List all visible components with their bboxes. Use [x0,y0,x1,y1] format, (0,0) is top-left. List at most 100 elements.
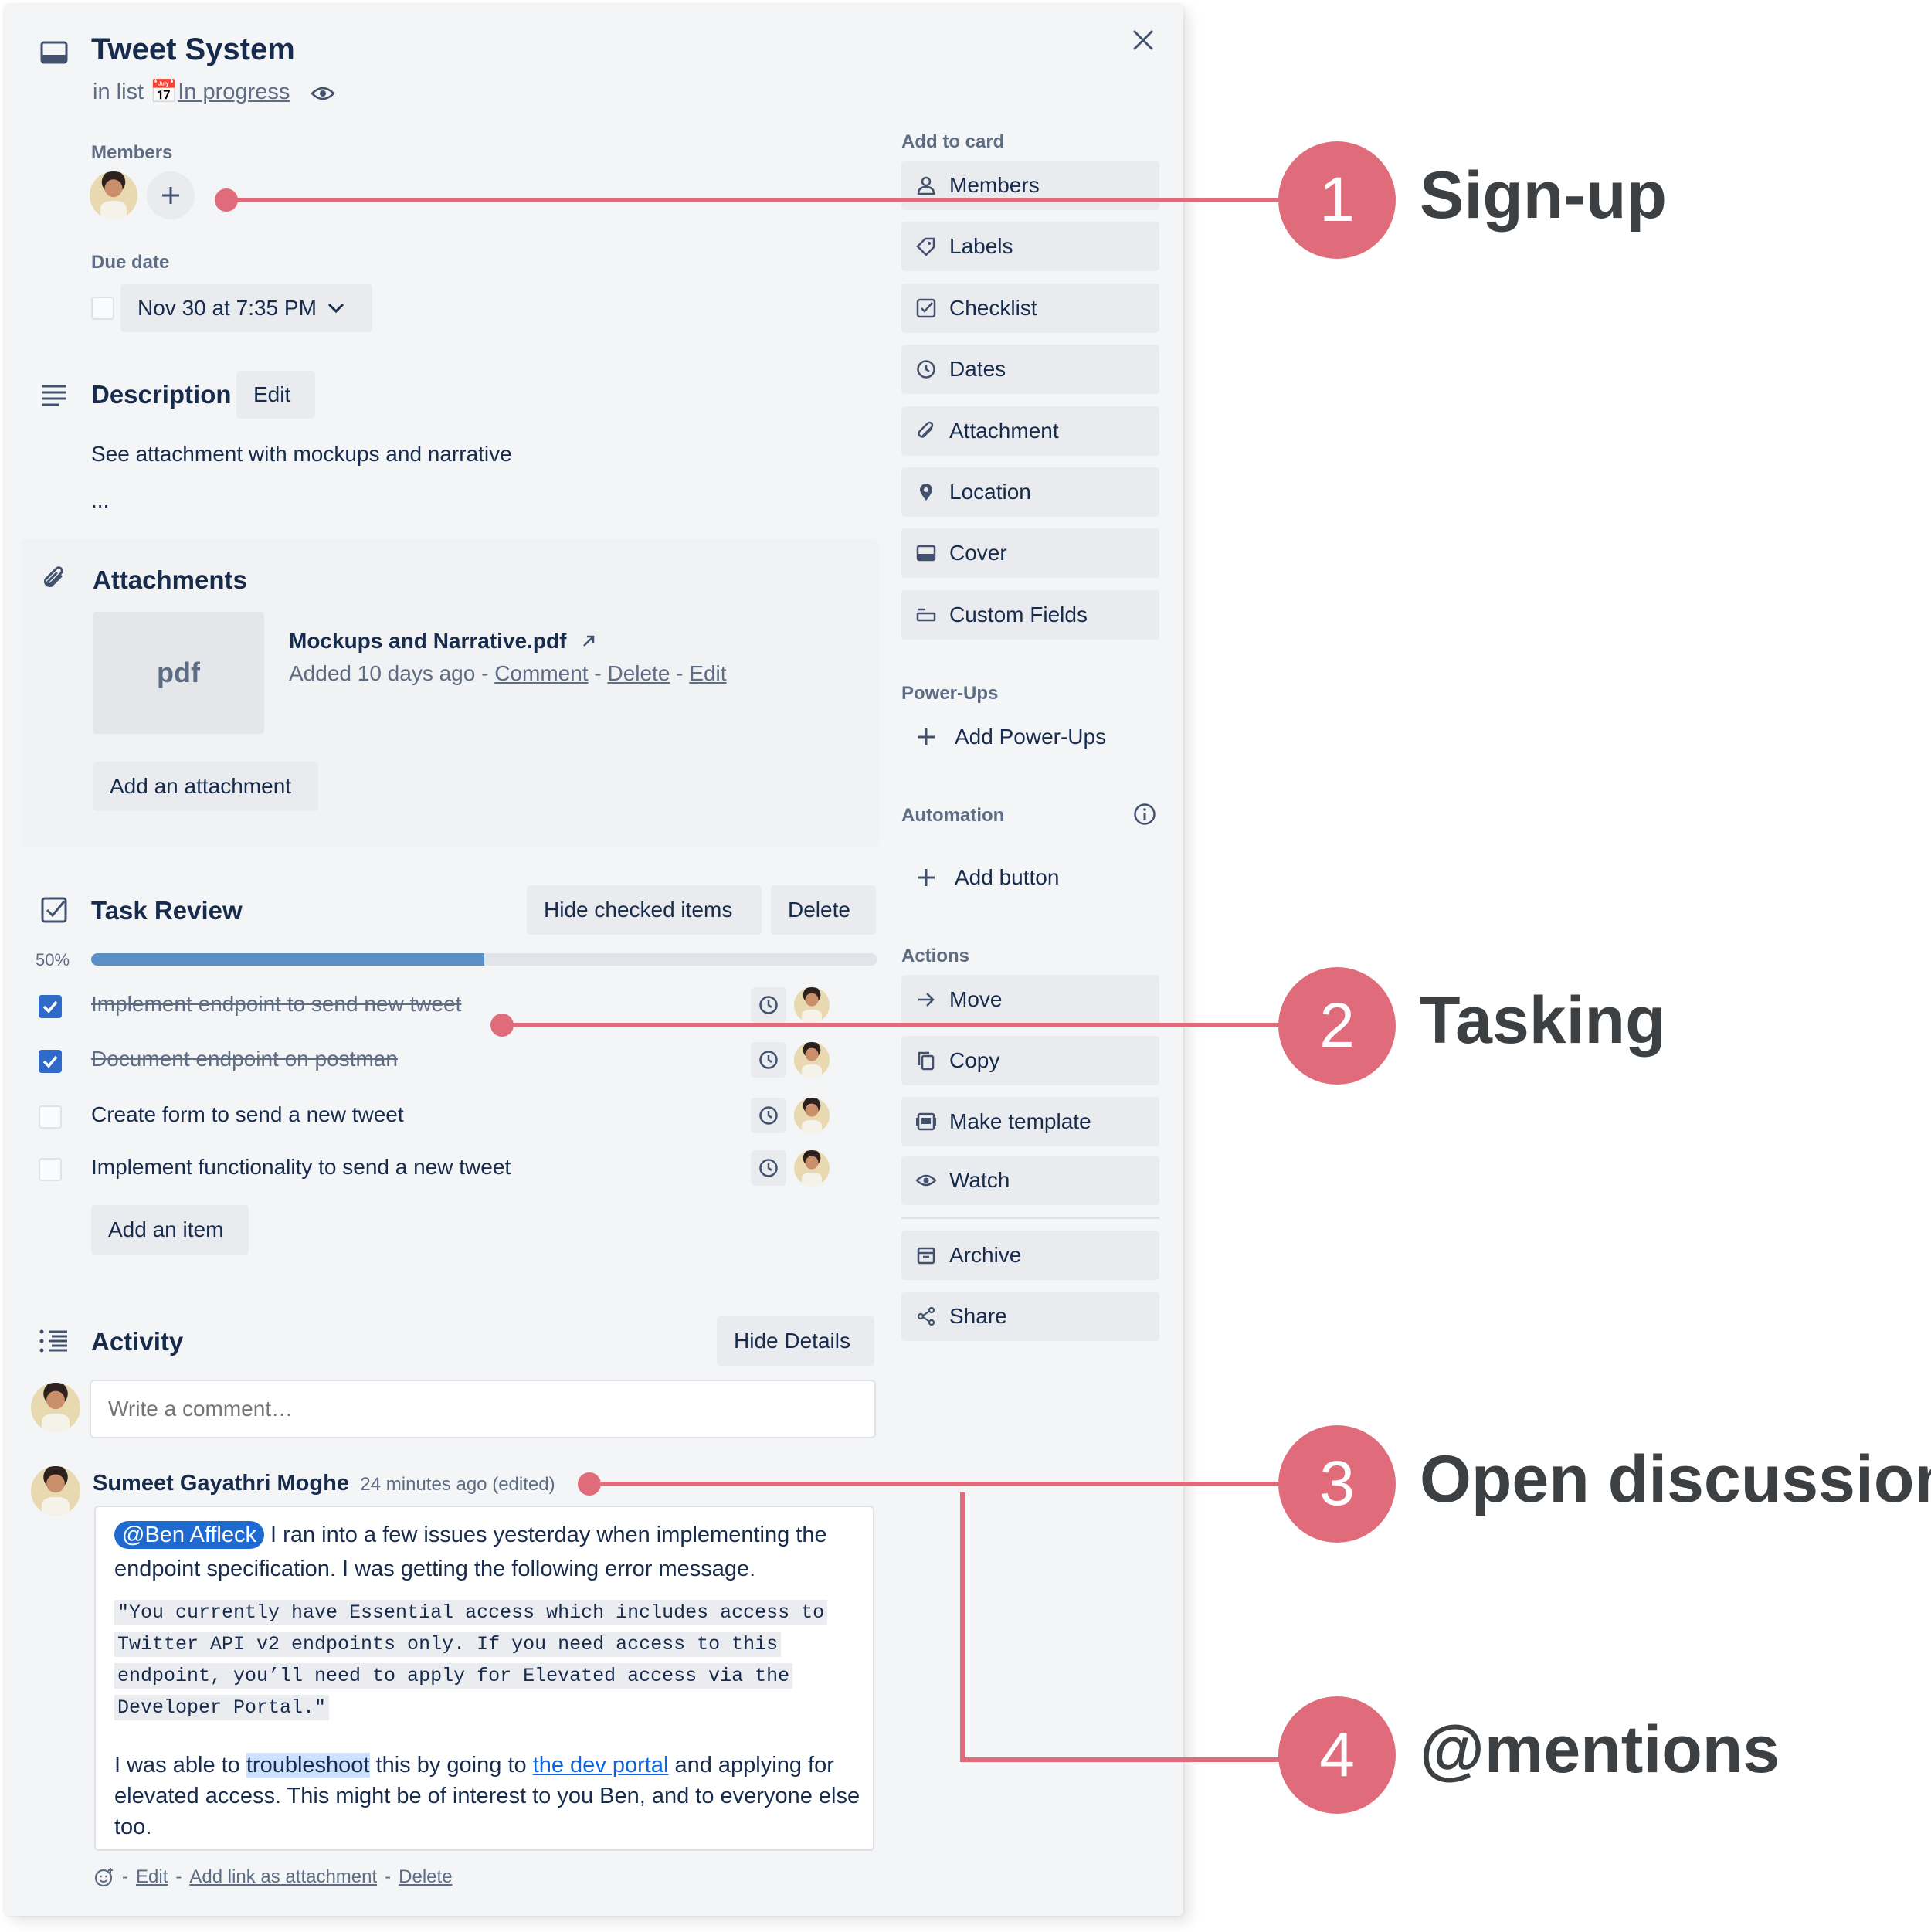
comment-para1-line2: endpoint specification. I was getting th… [114,1557,756,1581]
description-edit-button[interactable]: Edit [236,371,315,419]
assignee-avatar[interactable] [794,987,830,1023]
actions-dash: - [175,1866,182,1887]
attachment-thumb-label: pdf [157,657,200,688]
action-watch-button[interactable]: Watch [901,1156,1159,1205]
info-icon[interactable] [1131,800,1159,828]
attachment-thumbnail[interactable]: pdf [93,612,264,734]
dev-portal-link[interactable]: the dev portal [532,1753,669,1778]
sidebar-dates-button[interactable]: Dates [901,345,1159,395]
comment-author[interactable]: Sumeet Gayathri Moghe [93,1471,349,1496]
cover-icon [901,543,951,563]
checklist-icon [901,298,951,318]
sidebar-location-button-label: Location [949,480,1031,504]
callout-2-circle: 2 [1278,967,1396,1085]
description-text[interactable]: See attachment with mockups and narrativ… [91,442,512,466]
hide-checked-button[interactable]: Hide checked items [527,885,762,935]
hide-details-button[interactable]: Hide Details [717,1316,874,1366]
checklist-item-checkbox[interactable] [39,995,62,1018]
chevron-down-icon [327,303,344,314]
comment-edit-link[interactable]: Edit [136,1866,168,1887]
action-archive-button-label: Archive [949,1243,1022,1267]
list-link[interactable]: In progress [178,80,290,104]
sidebar-attachment-button[interactable]: Attachment [901,406,1159,456]
comment-input[interactable] [90,1380,876,1438]
attachment-edit-link[interactable]: Edit [689,661,727,685]
due-date-clock-icon[interactable] [751,987,786,1023]
comment-para2-line3: too. [114,1815,152,1839]
checklist-item-checkbox[interactable] [39,1050,62,1073]
due-date-checkbox[interactable] [91,297,114,320]
comment-para1-text: I ran into a few issues yesterday when i… [264,1523,827,1547]
due-date-button[interactable]: Nov 30 at 7:35 PM [120,284,372,332]
action-make-template-button[interactable]: Make template [901,1097,1159,1146]
sidebar-members-button[interactable]: Members [901,161,1159,210]
assignee-avatar[interactable] [794,1098,830,1133]
archive-icon [901,1245,951,1265]
current-user-avatar [31,1383,80,1432]
attachment-name[interactable]: Mockups and Narrative.pdf [289,629,596,654]
checklist-item-checkbox[interactable] [39,1105,62,1129]
code-line: "You currently have Essential access whi… [114,1600,828,1625]
emoji-reaction-icon[interactable] [94,1867,114,1887]
due-date-value: Nov 30 at 7:35 PM [137,296,317,320]
callout-3-label: Open discussion [1420,1442,1931,1516]
add-link-attachment-link[interactable]: Add link as attachment [189,1866,378,1887]
attachment-meta: Added 10 days ago - Comment - Delete - E… [289,661,727,686]
assignee-avatar[interactable] [794,1042,830,1078]
sidebar-custom-fields-button[interactable]: Custom Fields [901,589,1159,640]
template-icon [901,1112,951,1132]
member-avatar[interactable] [90,171,137,219]
checklist-item-text[interactable]: Create form to send a new tweet [91,1102,404,1126]
attachment-delete-link[interactable]: Delete [607,661,670,685]
callout-4-circle: 4 [1278,1696,1396,1814]
sidebar-checklist-button[interactable]: Checklist [901,283,1159,333]
sidebar-cover-button-label: Cover [949,541,1007,565]
comment-actions: - Edit - Add link as attachment - Delete [94,1866,453,1888]
copy-icon [901,1051,951,1071]
add-button-button[interactable]: Add button [916,865,1059,890]
action-archive-button[interactable]: Archive [901,1231,1159,1280]
in-list-prefix: in list [93,80,144,104]
due-date-clock-icon[interactable] [751,1098,786,1133]
add-item-button[interactable]: Add an item [91,1205,249,1255]
add-powerups-button[interactable]: Add Power-Ups [916,725,1106,749]
action-copy-button-label: Copy [949,1048,1000,1072]
action-move-button[interactable]: Move [901,975,1159,1024]
sidebar-location-button[interactable]: Location [901,467,1159,517]
add-member-button[interactable] [147,171,195,219]
due-date-clock-icon[interactable] [751,1042,786,1078]
comment-delete-link[interactable]: Delete [399,1866,453,1887]
add-to-card-label: Add to card [901,131,1005,152]
due-date-clock-icon[interactable] [751,1150,786,1186]
mention-tag[interactable]: @Ben Affleck [114,1521,264,1549]
action-copy-button[interactable]: Copy [901,1036,1159,1085]
checkmark-icon [42,1055,58,1068]
sidebar-labels-button[interactable]: Labels [901,222,1159,272]
add-powerups-label: Add Power-Ups [955,725,1107,749]
checklist-delete-button[interactable]: Delete [771,885,876,935]
checklist-item-checkbox[interactable] [39,1158,62,1181]
actions-label: Actions [901,946,970,966]
external-link-icon [583,635,595,647]
sidebar-dates-button-label: Dates [949,357,1006,382]
tag-icon [901,236,951,257]
arrow-right-icon [901,990,951,1010]
checklist-item-text[interactable]: Implement functionality to send a new tw… [91,1155,511,1179]
checklist-item-text[interactable]: Document endpoint on postman [91,1047,398,1071]
action-share-button[interactable]: Share [901,1292,1159,1341]
callout-1-label: Sign-up [1420,158,1668,233]
paperclip-icon [901,421,951,441]
add-attachment-button[interactable]: Add an attachment [93,762,318,811]
card-list-info: in list 📅In progress [93,79,290,105]
sidebar-labels-button-label: Labels [949,234,1013,259]
close-icon[interactable] [1126,23,1160,57]
activity-title: Activity [91,1327,184,1356]
checklist-item-text[interactable]: Implement endpoint to send new tweet [91,992,462,1016]
attachment-comment-link[interactable]: Comment [494,661,589,685]
card-title[interactable]: Tweet System [91,32,295,66]
assignee-avatar[interactable] [794,1150,830,1186]
attachments-title: Attachments [93,565,247,594]
action-watch-button-label: Watch [949,1168,1010,1192]
sidebar-cover-button[interactable]: Cover [901,528,1159,579]
activity-icon [39,1326,70,1356]
